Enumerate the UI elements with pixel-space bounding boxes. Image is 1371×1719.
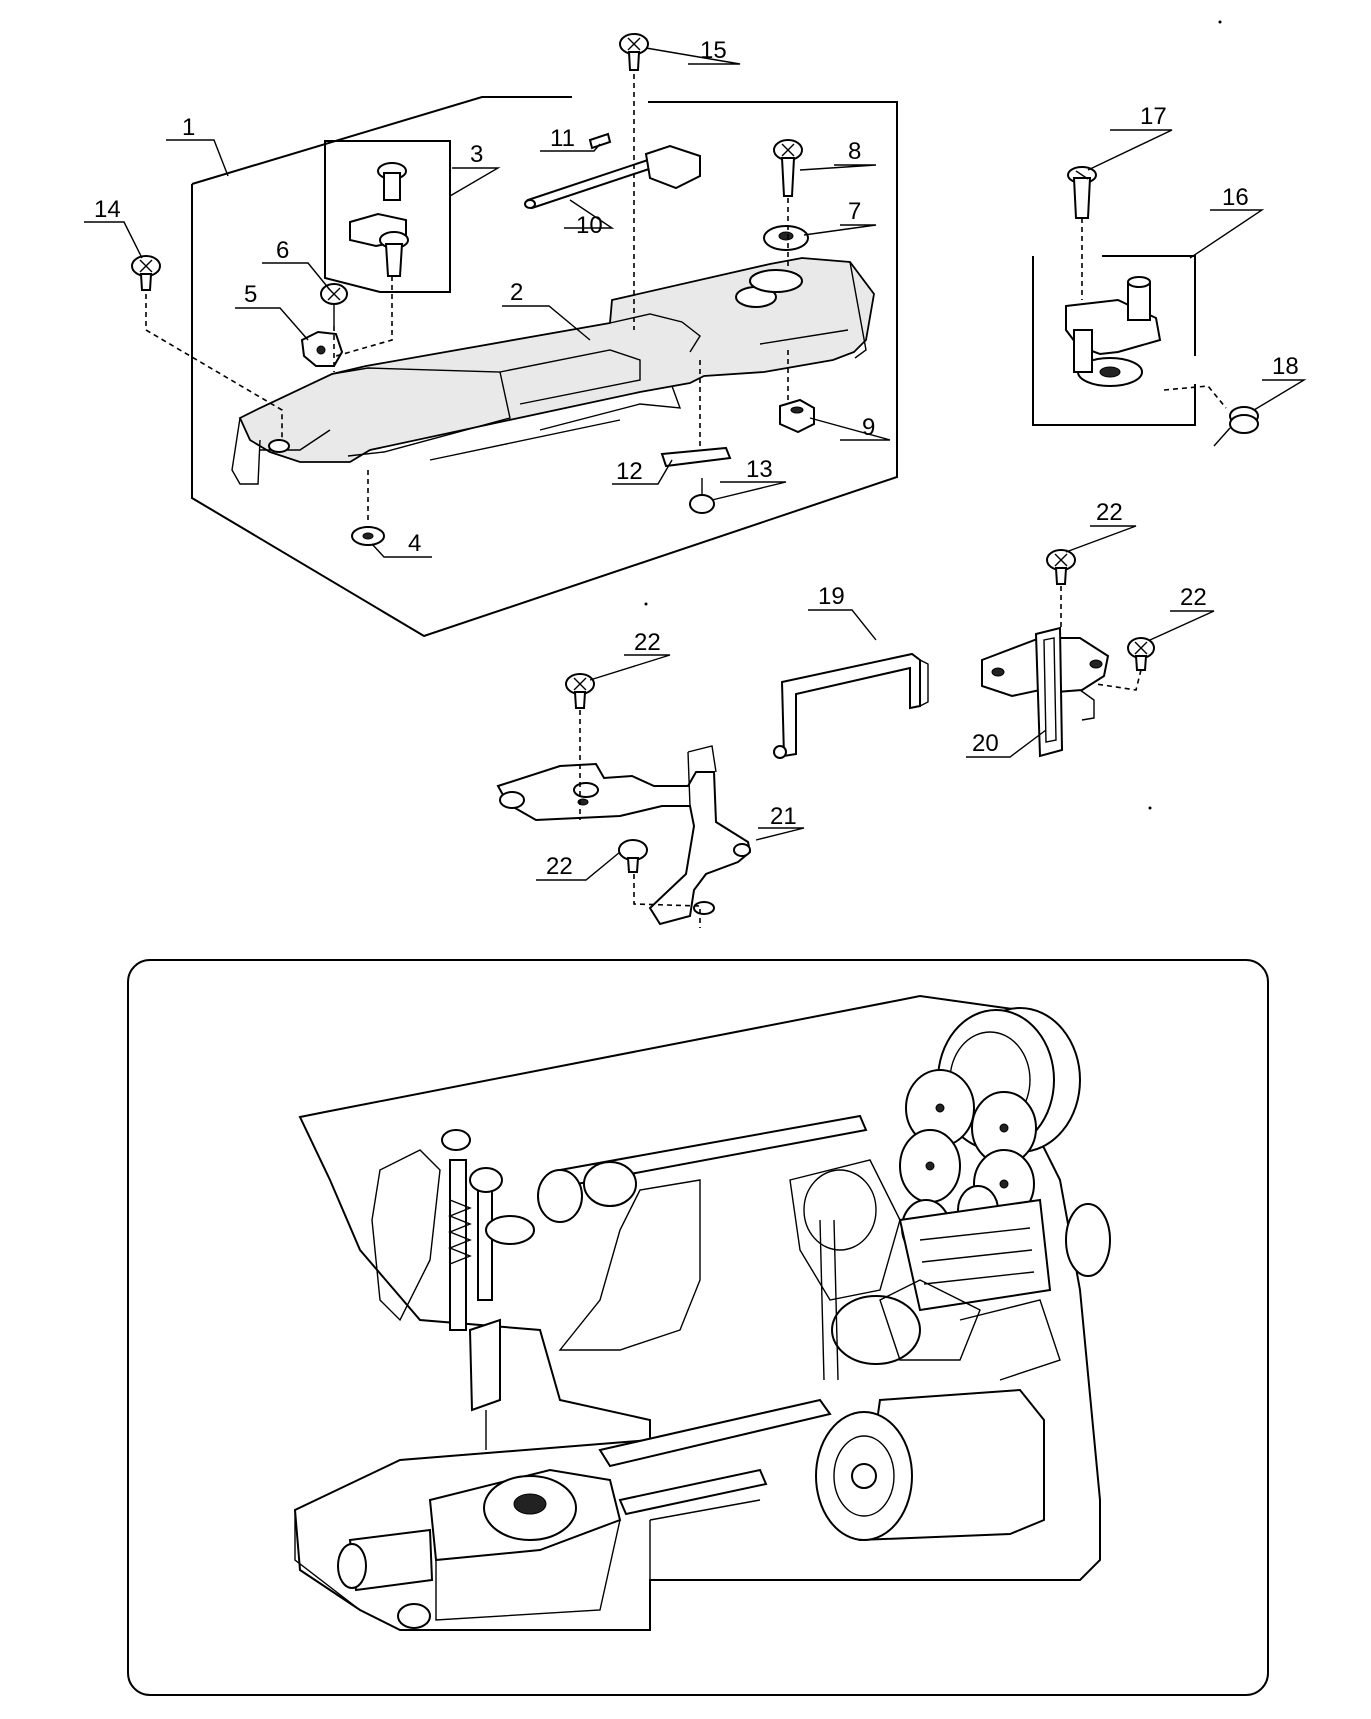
- washer-part-4: [351, 526, 385, 546]
- leader-lines: [84, 47, 1307, 881]
- pin-part-11: [588, 132, 612, 150]
- nut-part-9: [779, 398, 815, 434]
- screw-part-15: [619, 33, 649, 71]
- bushing-part-7: [763, 225, 809, 251]
- bracket-with-rod: [644, 144, 701, 190]
- part-16-group: [1032, 166, 1259, 447]
- callout-4: 4: [408, 530, 421, 557]
- bracket-part-20: [981, 626, 1110, 758]
- callout-14: 14: [94, 196, 121, 223]
- screw-part-13: [689, 478, 715, 514]
- thread-guide-part-5: [300, 330, 344, 367]
- callout-21: 21: [770, 803, 797, 830]
- callout-12: 12: [616, 458, 643, 485]
- group-frame-16: [1032, 255, 1196, 426]
- bed-hook-area: [337, 1398, 832, 1629]
- callout-18: 18: [1272, 353, 1299, 380]
- screw-part-17: [1067, 166, 1097, 219]
- screw-part-22-d: [618, 839, 648, 873]
- callout-2: 2: [510, 279, 523, 306]
- callout-17: 17: [1140, 103, 1167, 130]
- overview-frame: [127, 959, 1269, 1696]
- callout-22-c: 22: [634, 629, 661, 656]
- top-cover-group: [131, 33, 898, 638]
- screw-part-14: [131, 255, 161, 291]
- screw-part-22-b: [1127, 637, 1155, 671]
- callout-11: 11: [550, 125, 575, 152]
- plate-part-12: [660, 446, 732, 468]
- handwheel: [899, 1007, 1081, 1257]
- spool-pin-part-3: [324, 140, 451, 293]
- callout-13: 13: [746, 456, 773, 483]
- callout-5: 5: [244, 281, 257, 308]
- screw-part-22-c: [565, 673, 595, 709]
- callout-15: 15: [700, 37, 727, 64]
- callout-7: 7: [848, 198, 861, 225]
- rod-part-10: [524, 156, 660, 210]
- top-cover-part-2: [231, 257, 875, 485]
- control-plate: [898, 1198, 1052, 1312]
- winder-part-16: [1065, 276, 1162, 387]
- group-frame-1: [191, 101, 898, 638]
- machine-overview: [127, 959, 1269, 1696]
- motor: [815, 1388, 1045, 1542]
- callout-6: 6: [276, 237, 289, 264]
- callout-9: 9: [862, 414, 875, 441]
- bracket-part-21: [496, 745, 752, 926]
- callout-labels: 1 2 3 4 5 6 7 8 9 10 11 12 13 14 15 16 1…: [94, 37, 1299, 880]
- screw-part-8: [773, 139, 803, 197]
- callout-19: 19: [818, 583, 845, 610]
- bracket-part-19: [773, 652, 929, 759]
- callout-22-b: 22: [1180, 584, 1207, 611]
- callout-20: 20: [972, 730, 999, 757]
- callout-16: 16: [1222, 184, 1249, 211]
- group-frame-1-top: [191, 96, 572, 185]
- callout-22-d: 22: [546, 853, 573, 880]
- spring-part-18: [1213, 406, 1259, 447]
- callout-10: 10: [576, 212, 603, 239]
- stitch-dial: [1065, 1203, 1111, 1277]
- screw-part-22-a: [1046, 549, 1076, 585]
- needle-bar-area: [371, 1129, 535, 1450]
- screw-part-6: [320, 283, 348, 326]
- callout-8: 8: [848, 138, 861, 165]
- callout-1: 1: [182, 114, 195, 141]
- callout-3: 3: [470, 141, 483, 168]
- callout-22-a: 22: [1096, 499, 1123, 526]
